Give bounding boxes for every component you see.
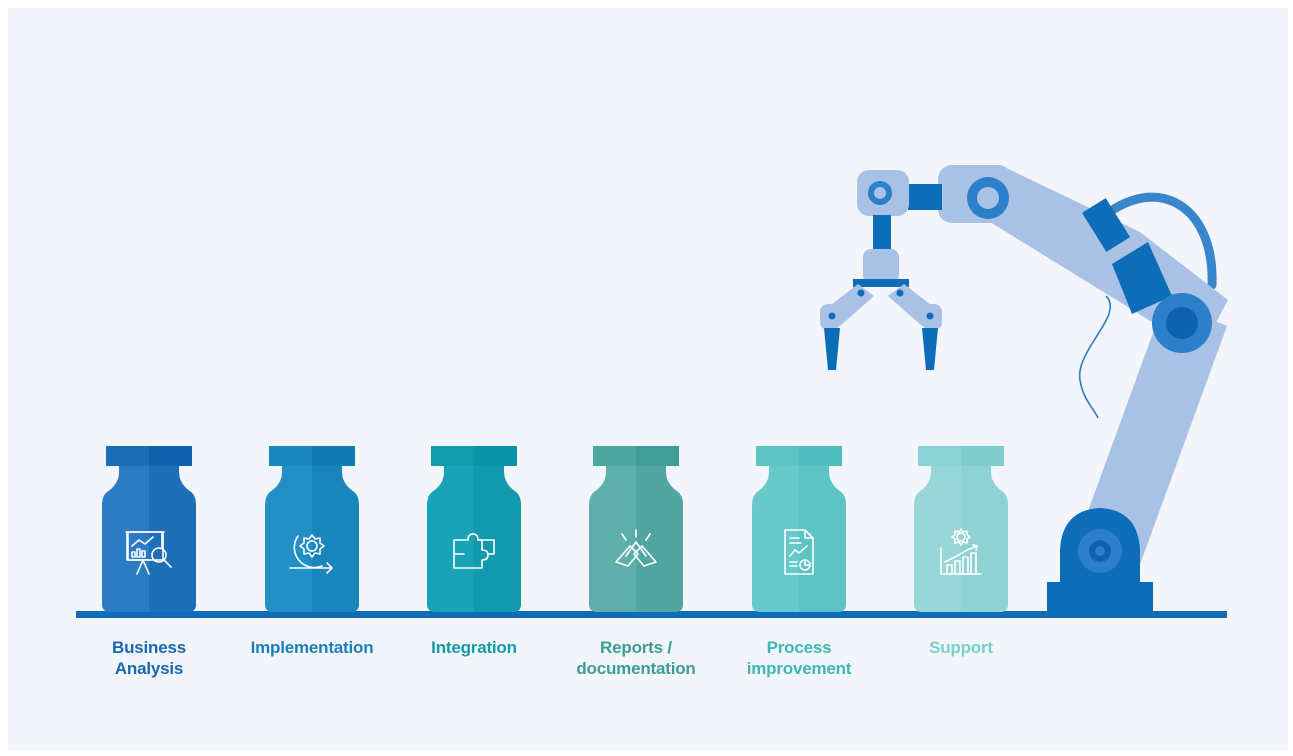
partnership-handshake-icon bbox=[615, 529, 657, 567]
growth-chart-icon bbox=[940, 528, 982, 575]
robot-wrist-connector bbox=[908, 184, 942, 210]
step-bottle-1 bbox=[102, 446, 196, 612]
step-bottle-2 bbox=[265, 446, 359, 612]
step-label-line1: Process bbox=[766, 638, 832, 657]
conveyor-belt bbox=[76, 611, 1227, 618]
business-analysis-icon bbox=[125, 531, 172, 575]
robot-arm-band bbox=[1112, 242, 1172, 314]
step-label-line2: improvement bbox=[746, 659, 852, 678]
step-label-6: Support bbox=[886, 637, 1036, 658]
step-label-5: Process improvement bbox=[724, 637, 874, 679]
report-document-icon bbox=[784, 529, 814, 575]
diagram-panel bbox=[8, 8, 1288, 750]
robot-gripper-hub bbox=[863, 249, 899, 283]
robot-arm-icon bbox=[820, 165, 1228, 614]
integration-puzzle-icon bbox=[453, 533, 495, 569]
robot-arm-collar bbox=[1081, 198, 1131, 252]
robot-base bbox=[1047, 582, 1153, 614]
step-bottle-5 bbox=[752, 446, 846, 612]
step-label-line1: Reports / bbox=[600, 638, 672, 657]
step-label-4: Reports / documentation bbox=[561, 637, 711, 679]
step-label-line1: Support bbox=[929, 638, 993, 657]
step-label-2: Implementation bbox=[237, 637, 387, 658]
step-label-line1: Implementation bbox=[250, 638, 374, 657]
step-label-line1: Integration bbox=[431, 638, 517, 657]
step-bottle-4 bbox=[589, 446, 683, 612]
step-label-line1: Business bbox=[112, 638, 186, 657]
robot-wire bbox=[1079, 295, 1112, 419]
implementation-gear-icon bbox=[289, 534, 333, 574]
step-bottle-6 bbox=[914, 446, 1008, 612]
robot-finger-right bbox=[922, 328, 938, 370]
step-label-3: Integration bbox=[399, 637, 549, 658]
robot-cable bbox=[1089, 192, 1217, 290]
robot-neck bbox=[873, 215, 891, 251]
robot-finger-left bbox=[824, 328, 840, 370]
step-label-line2: Analysis bbox=[114, 659, 184, 678]
step-label-line2: documentation bbox=[576, 659, 696, 678]
step-bottle-3 bbox=[427, 446, 521, 612]
